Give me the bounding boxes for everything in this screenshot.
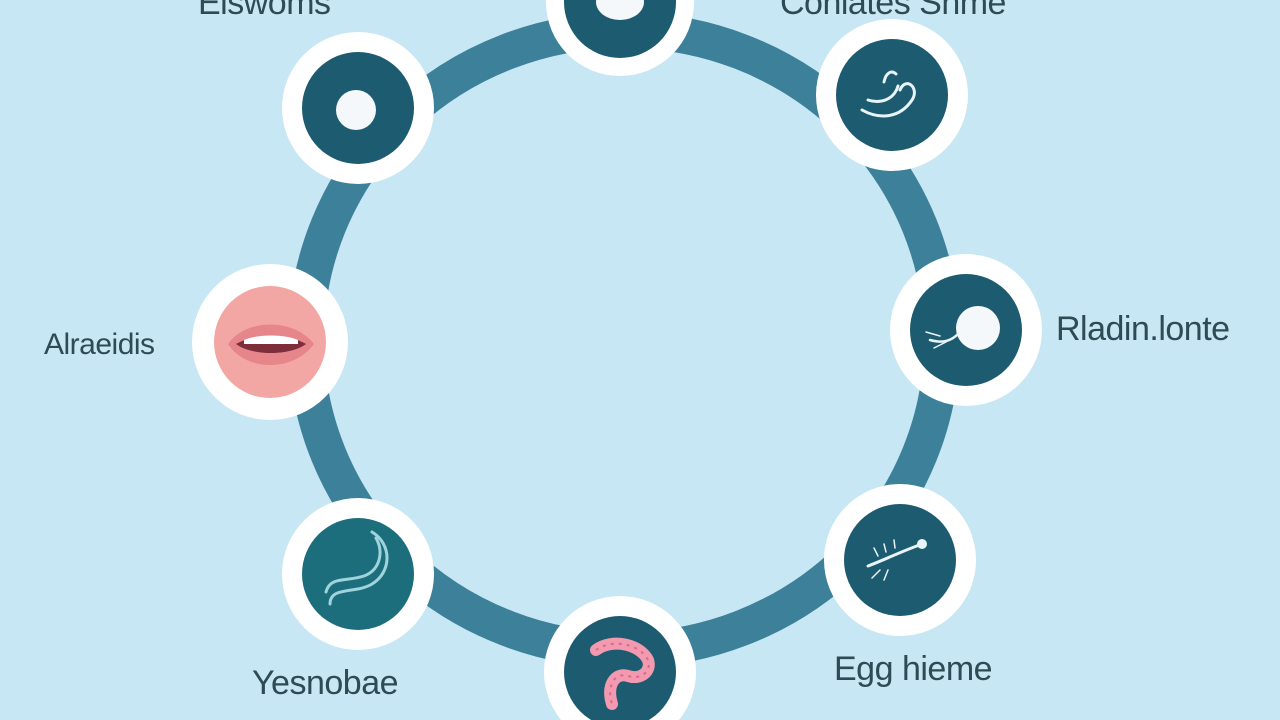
mouth-icon [228, 324, 314, 365]
larva-right-node [890, 254, 1042, 406]
stage-label-left: Alraeidis [44, 328, 155, 361]
worm-bottom-left-node [282, 498, 434, 650]
egg-icon [596, 0, 644, 20]
stage-label-bottom-right: Egg hieme [834, 650, 993, 688]
stage-label-top-right: Conlates Snme [780, 0, 1006, 22]
intestine-icon [590, 637, 655, 710]
egg-top-node [546, 0, 694, 76]
egg-icon [336, 90, 376, 130]
worm-icon [866, 539, 927, 581]
worm-bottom-right-node [824, 484, 976, 636]
worm-top-right-node [816, 19, 968, 171]
larva-icon [925, 306, 1000, 350]
stage-label-right: Rladin.lonte [1056, 310, 1230, 348]
stage-label-top-left: Elswoms [198, 0, 331, 22]
intestine-bottom-node [544, 596, 696, 720]
stage-label-bottom-left: Yesnobae [252, 664, 399, 702]
worm-icon [860, 70, 916, 118]
worm-icon [324, 530, 389, 606]
mouth-left-node [192, 264, 348, 420]
egg-top-left-node [282, 32, 434, 184]
